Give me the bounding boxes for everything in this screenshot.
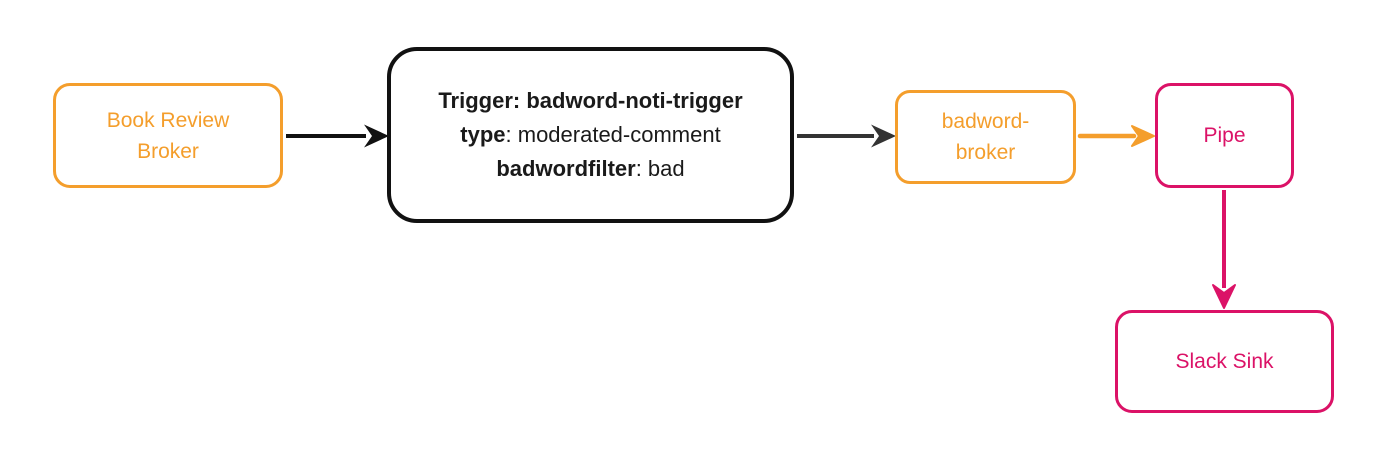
edge-trigger-to-badword-arrowhead bbox=[871, 124, 896, 148]
node-pipe: Pipe bbox=[1155, 83, 1294, 188]
trigger-line-2: type: moderated-comment bbox=[460, 118, 720, 152]
node-label: Slack Sink bbox=[1175, 350, 1274, 373]
node-badword-broker: badword-broker bbox=[895, 90, 1076, 184]
node-trigger: Trigger: badword-noti-trigger type: mode… bbox=[387, 47, 794, 223]
edge-pipe-to-slack-arrowhead bbox=[1212, 284, 1236, 309]
trigger-line-1: Trigger: badword-noti-trigger bbox=[438, 84, 742, 118]
node-slack-sink: Slack Sink bbox=[1115, 310, 1334, 413]
trigger-line-2-key: type bbox=[460, 122, 506, 147]
edge-book-to-trigger-arrowhead bbox=[364, 124, 389, 148]
trigger-line-2-value: : moderated-comment bbox=[505, 122, 721, 147]
trigger-line-3-value: : bad bbox=[635, 156, 685, 181]
trigger-line-3: badwordfilter: bad bbox=[496, 152, 684, 186]
node-label: Book Review Broker bbox=[106, 108, 230, 163]
node-label: Pipe bbox=[1203, 124, 1246, 147]
trigger-line-1-key: Trigger: badword-noti-trigger bbox=[438, 88, 743, 113]
node-label: badword-broker bbox=[941, 110, 1030, 164]
edge-badword-to-pipe-arrowhead bbox=[1131, 125, 1155, 147]
node-book-review-broker: Book Review Broker bbox=[53, 83, 283, 188]
trigger-line-3-key: badwordfilter bbox=[496, 156, 636, 181]
